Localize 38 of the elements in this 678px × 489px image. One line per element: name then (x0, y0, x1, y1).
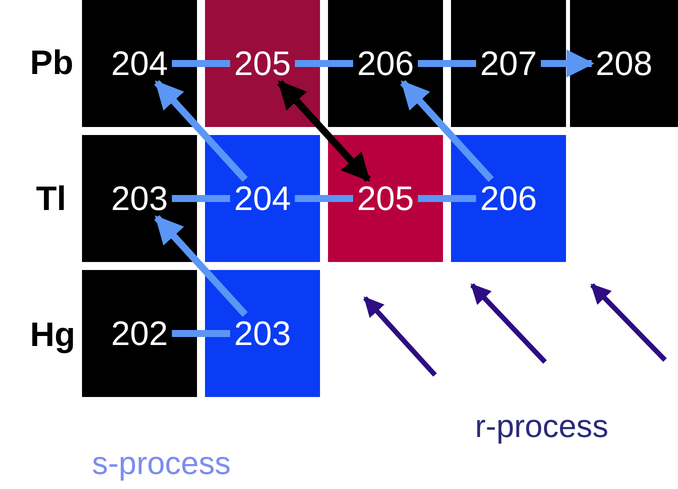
nuclide-cell (82, 135, 197, 262)
mass-number: 206 (480, 182, 537, 216)
nuclide-cell (82, 0, 197, 127)
nuclide-cell (570, 0, 678, 127)
mass-number: 208 (596, 46, 652, 80)
nuclide-cell (205, 270, 320, 397)
mass-number: 205 (234, 46, 291, 80)
mass-number: 202 (111, 316, 168, 350)
connector-line (294, 60, 354, 67)
arrow (277, 80, 371, 182)
mass-number: 204 (234, 182, 291, 216)
element-symbol: Pb (30, 44, 74, 83)
mass-number: 207 (480, 46, 537, 80)
mass-number: 206 (357, 46, 414, 80)
process-label: r-process (475, 408, 608, 445)
mass-number: 205 (357, 182, 414, 216)
connector-line (418, 60, 476, 67)
element-symbol: Tl (36, 180, 66, 219)
element-symbol: Hg (30, 316, 76, 355)
mass-number: 204 (111, 46, 168, 80)
connector-line (418, 195, 476, 202)
nuclide-cell (205, 135, 320, 262)
nuclide-cell (328, 0, 443, 127)
nuclide-cell (451, 0, 566, 127)
connector-line (294, 195, 354, 202)
process-label: s-process (92, 445, 231, 482)
connector-line (172, 330, 230, 337)
connector-line (172, 195, 230, 202)
arrow (540, 50, 594, 78)
connector-line (172, 60, 230, 67)
arrow (154, 215, 248, 317)
nuclide-cell (82, 270, 197, 397)
nuclide-cell (205, 0, 320, 127)
mass-number: 203 (111, 182, 168, 216)
nuclide-cell (328, 135, 443, 262)
nuclide-cell (451, 135, 566, 262)
mass-number: 203 (234, 316, 291, 350)
arrow (154, 80, 248, 182)
